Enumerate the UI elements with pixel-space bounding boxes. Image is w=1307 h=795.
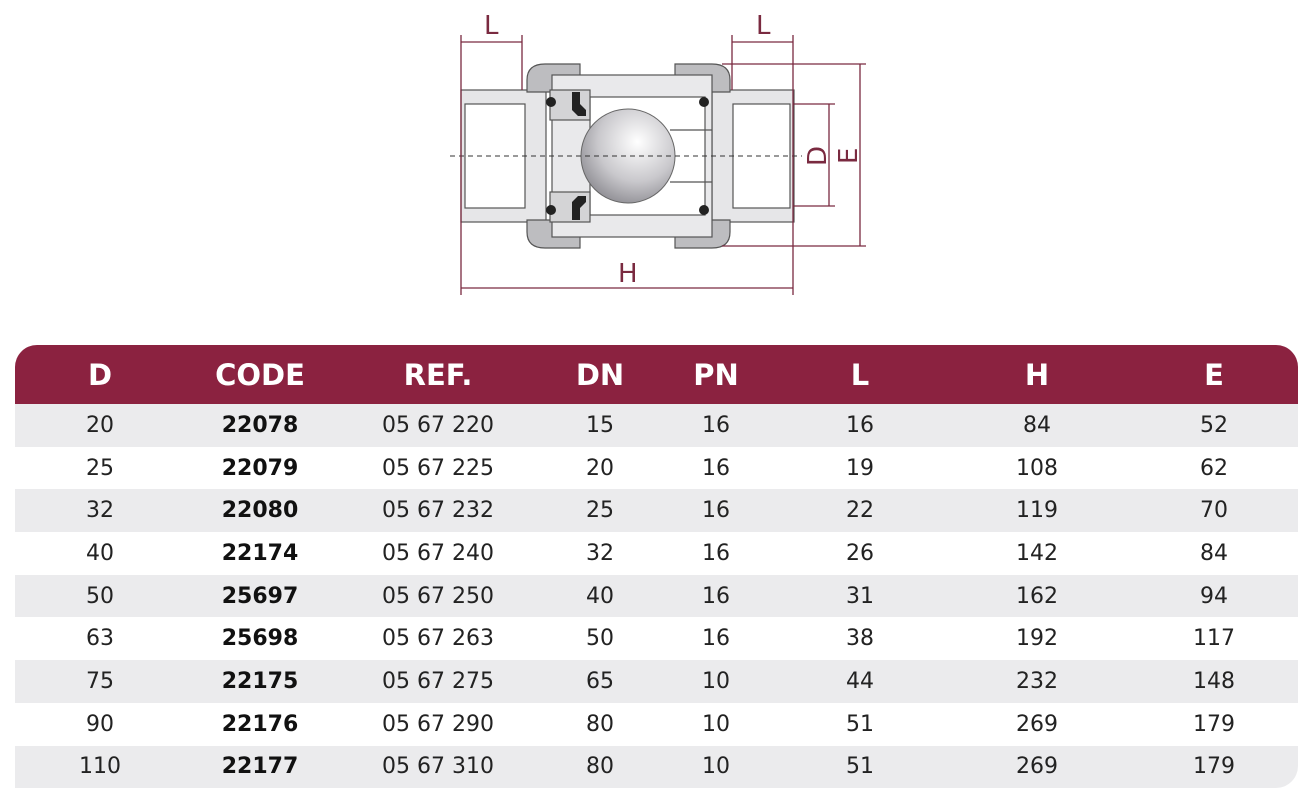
cell-pn: 16 — [702, 626, 730, 652]
cell-ref: 05 67 250 — [382, 583, 494, 609]
cell-e: 148 — [1193, 668, 1235, 694]
cell-e: 70 — [1200, 498, 1228, 524]
column-header-l: L — [850, 357, 870, 392]
column-header-ref: REF. — [403, 357, 473, 392]
cell-code: 25698 — [221, 626, 299, 652]
cell-e: 84 — [1200, 540, 1228, 566]
cell-h: 142 — [1016, 540, 1058, 566]
cell-dn: 32 — [586, 540, 614, 566]
cell-h: 119 — [1016, 498, 1058, 524]
cell-pn: 16 — [702, 455, 730, 481]
cell-code: 22177 — [221, 754, 299, 780]
cell-code: 22078 — [221, 412, 299, 438]
cell-d: 90 — [86, 711, 114, 737]
column-header-pn: PN — [693, 357, 739, 392]
cell-l: 19 — [846, 455, 874, 481]
cell-d: 75 — [86, 668, 114, 694]
valve-cross-section-diagram: L L H D E — [450, 11, 866, 295]
cell-h: 269 — [1016, 754, 1058, 780]
cell-pn: 16 — [702, 583, 730, 609]
cell-l: 38 — [846, 626, 874, 652]
dimension-label-d: D — [803, 146, 833, 166]
cell-ref: 05 67 310 — [382, 754, 494, 780]
table-row: 110 22177 05 67 310 80 10 51 269 179 — [15, 745, 1298, 789]
cell-d: 40 — [86, 540, 114, 566]
cell-h: 84 — [1023, 412, 1051, 438]
cell-dn: 40 — [586, 583, 614, 609]
cell-l: 26 — [846, 540, 874, 566]
cell-pn: 16 — [702, 498, 730, 524]
column-header-dn: DN — [575, 357, 625, 392]
cell-l: 44 — [846, 668, 874, 694]
cell-l: 51 — [846, 711, 874, 737]
cell-h: 232 — [1016, 668, 1058, 694]
cell-code: 25697 — [221, 583, 299, 609]
table-row: 75 22175 05 67 275 65 10 44 232 148 — [15, 660, 1298, 703]
cell-l: 51 — [846, 754, 874, 780]
cell-pn: 16 — [702, 540, 730, 566]
cell-e: 179 — [1193, 711, 1235, 737]
dimension-label-l-left: L — [484, 11, 499, 41]
cell-h: 269 — [1016, 711, 1058, 737]
column-header-h: H — [1024, 357, 1050, 392]
cell-ref: 05 67 232 — [382, 498, 494, 524]
table-row: 90 22176 05 67 290 80 10 51 269 179 — [15, 703, 1298, 746]
cell-code: 22080 — [221, 498, 299, 524]
cell-ref: 05 67 263 — [382, 626, 494, 652]
cell-dn: 65 — [586, 668, 614, 694]
cell-l: 22 — [846, 498, 874, 524]
cell-l: 16 — [846, 412, 874, 438]
cell-d: 110 — [79, 754, 121, 780]
cell-dn: 20 — [586, 455, 614, 481]
table-row: 40 22174 05 67 240 32 16 26 142 84 — [15, 532, 1298, 575]
column-header-code: CODE — [215, 357, 305, 392]
table-row: 63 25698 05 67 263 50 16 38 192 117 — [15, 617, 1298, 660]
cell-pn: 10 — [702, 711, 730, 737]
cell-d: 32 — [86, 498, 114, 524]
cell-d: 63 — [86, 626, 114, 652]
cell-pn: 10 — [702, 668, 730, 694]
dimension-label-l-right: L — [756, 11, 771, 41]
dimension-label-e: E — [834, 148, 864, 164]
table-row: 20 22078 05 67 220 15 16 16 84 52 — [15, 404, 1298, 447]
table-row: 50 25697 05 67 250 40 16 31 162 94 — [15, 574, 1298, 618]
cell-e: 117 — [1193, 626, 1235, 652]
o-rings — [546, 92, 709, 220]
table-row: 32 22080 05 67 232 25 16 22 119 70 — [15, 489, 1298, 533]
dimension-label-h: H — [618, 259, 638, 289]
cell-code: 22174 — [221, 540, 299, 566]
dimension-lines — [460, 35, 866, 295]
cell-h: 192 — [1016, 626, 1058, 652]
cell-pn: 10 — [702, 754, 730, 780]
cell-code: 22176 — [221, 711, 299, 737]
cell-ref: 05 67 240 — [382, 540, 494, 566]
cell-ref: 05 67 290 — [382, 711, 494, 737]
cell-e: 62 — [1200, 455, 1228, 481]
cell-e: 52 — [1200, 412, 1228, 438]
table-header: D CODE REF. DN PN L H E — [15, 345, 1298, 404]
column-header-e: E — [1204, 357, 1224, 392]
dimensions-table: D CODE REF. DN PN L H E 20 22078 05 67 220 15 16 16 8… — [15, 345, 1298, 789]
cell-ref: 05 67 220 — [382, 412, 494, 438]
table-row: 25 22079 05 67 225 20 16 19 108 62 — [15, 447, 1298, 490]
cell-ref: 05 67 225 — [382, 455, 494, 481]
cell-code: 22079 — [221, 455, 299, 481]
cell-dn: 25 — [586, 498, 614, 524]
cell-pn: 16 — [702, 412, 730, 438]
cell-h: 108 — [1016, 455, 1058, 481]
cell-l: 31 — [846, 583, 874, 609]
cell-d: 20 — [86, 412, 114, 438]
cell-e: 94 — [1200, 583, 1228, 609]
cell-d: 50 — [86, 583, 114, 609]
cell-d: 25 — [86, 455, 114, 481]
cell-dn: 80 — [586, 754, 614, 780]
cell-code: 22175 — [221, 668, 299, 694]
cell-h: 162 — [1016, 583, 1058, 609]
cell-ref: 05 67 275 — [382, 668, 494, 694]
cell-dn: 80 — [586, 711, 614, 737]
cell-dn: 15 — [586, 412, 614, 438]
column-header-d: D — [87, 357, 113, 392]
cell-e: 179 — [1193, 754, 1235, 780]
cell-dn: 50 — [586, 626, 614, 652]
